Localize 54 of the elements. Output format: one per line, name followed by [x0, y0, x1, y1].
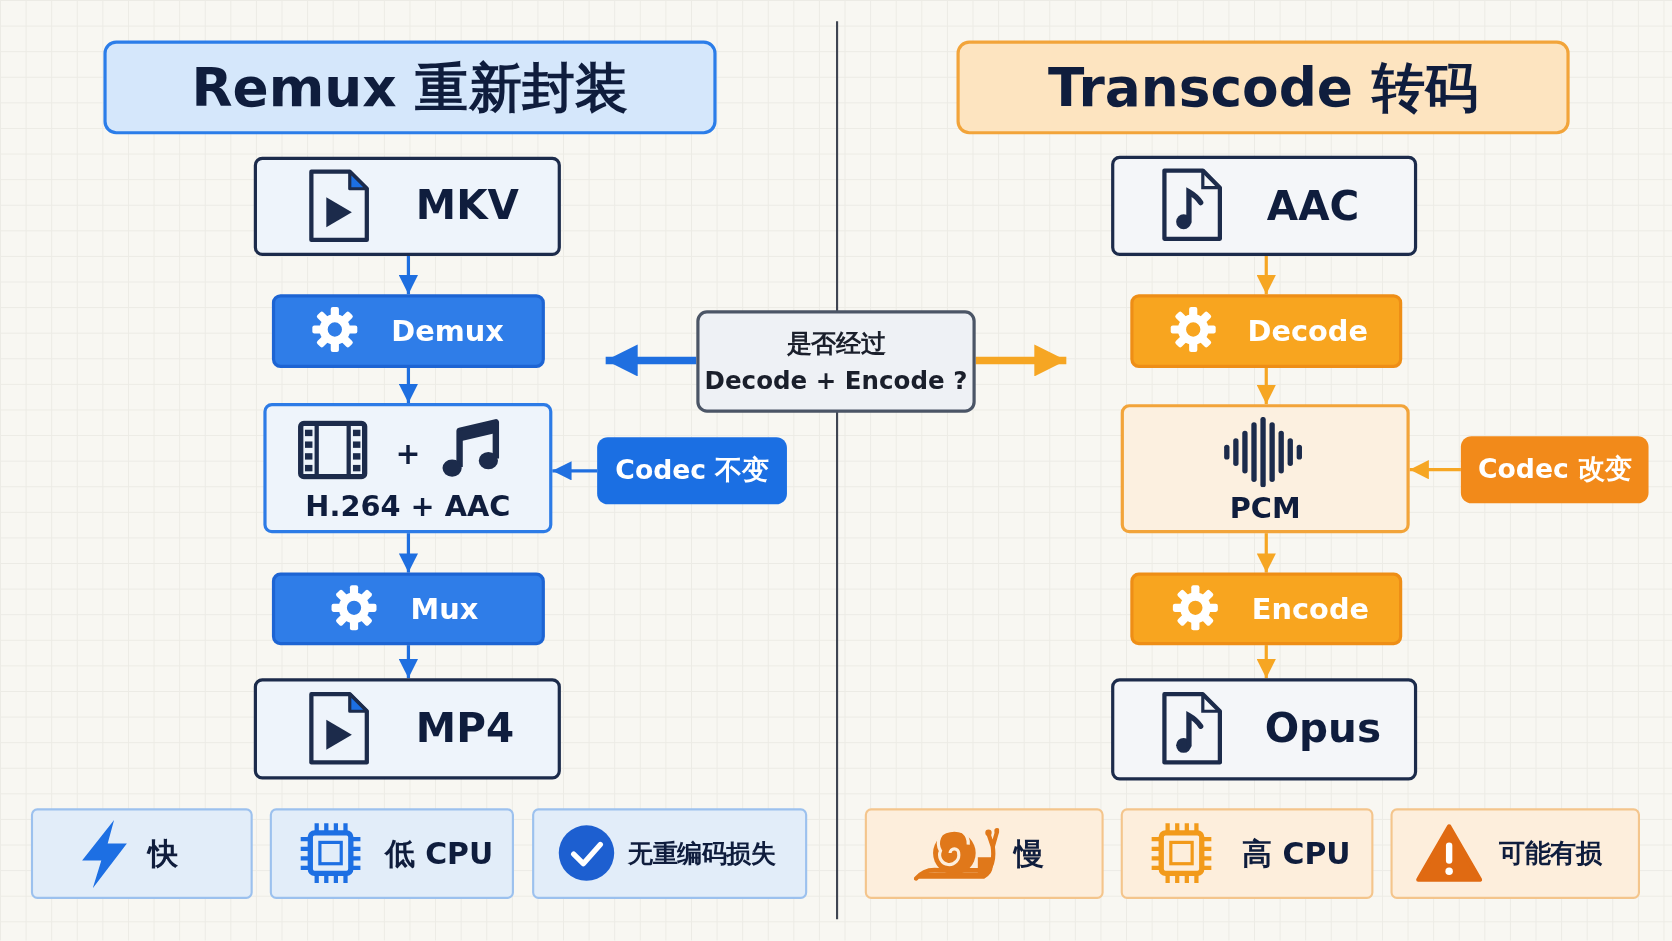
- label: +: [395, 437, 421, 472]
- label: 高 CPU: [1242, 836, 1351, 872]
- question-box: [696, 310, 976, 413]
- label: 无重编码损失: [628, 840, 776, 869]
- label: 快: [148, 836, 179, 872]
- label: Decode: [1247, 314, 1368, 348]
- arrow: [398, 367, 418, 404]
- label: Mux: [410, 592, 479, 626]
- step-box: [1130, 294, 1403, 368]
- step-box: [271, 572, 545, 646]
- arrow: [1256, 255, 1276, 295]
- feature-card: [30, 808, 253, 899]
- tag-box: [597, 437, 787, 505]
- label: Codec 不变: [615, 456, 769, 487]
- feature-card: [1120, 808, 1374, 899]
- arrow: [1409, 460, 1461, 480]
- feature-card: [1390, 808, 1640, 899]
- feature-card: [269, 808, 514, 899]
- label: Demux: [391, 314, 504, 348]
- label: 慢: [1014, 836, 1044, 872]
- tag-box: [1460, 436, 1649, 504]
- arrow: [1256, 533, 1276, 573]
- label: MP4: [415, 706, 515, 753]
- arrow: [398, 533, 418, 573]
- stream-box: [1120, 404, 1410, 534]
- format-box: [253, 156, 561, 256]
- label: Decode + Encode ?: [704, 366, 968, 395]
- label: 低 CPU: [384, 836, 494, 872]
- arrow: [398, 645, 418, 679]
- label: Codec 改变: [1478, 454, 1632, 486]
- format-box: [1111, 155, 1418, 256]
- arrow: [1256, 367, 1276, 405]
- arrow: [1256, 645, 1276, 679]
- format-box: [253, 678, 561, 780]
- label: MKV: [415, 182, 519, 230]
- label: AAC: [1266, 183, 1360, 231]
- feature-card: [864, 808, 1104, 899]
- stream-box: [263, 403, 553, 534]
- feature-card: [532, 808, 808, 899]
- label: 可能有损: [1499, 839, 1602, 869]
- title-banner: [956, 40, 1570, 135]
- step-box: [271, 294, 545, 368]
- label: Opus: [1264, 706, 1382, 753]
- title-text: Transcode 转码: [1047, 57, 1479, 120]
- label: H.264 + AAC: [305, 488, 511, 522]
- step-box: [1130, 572, 1403, 646]
- title-text: Remux 重新封装: [191, 57, 629, 120]
- label: 是否经过: [786, 329, 886, 358]
- arrow: [552, 461, 598, 481]
- format-box: [1111, 678, 1418, 781]
- label: Encode: [1251, 592, 1369, 626]
- label: PCM: [1229, 491, 1301, 525]
- arrow: [398, 255, 418, 295]
- title-banner: [103, 40, 717, 135]
